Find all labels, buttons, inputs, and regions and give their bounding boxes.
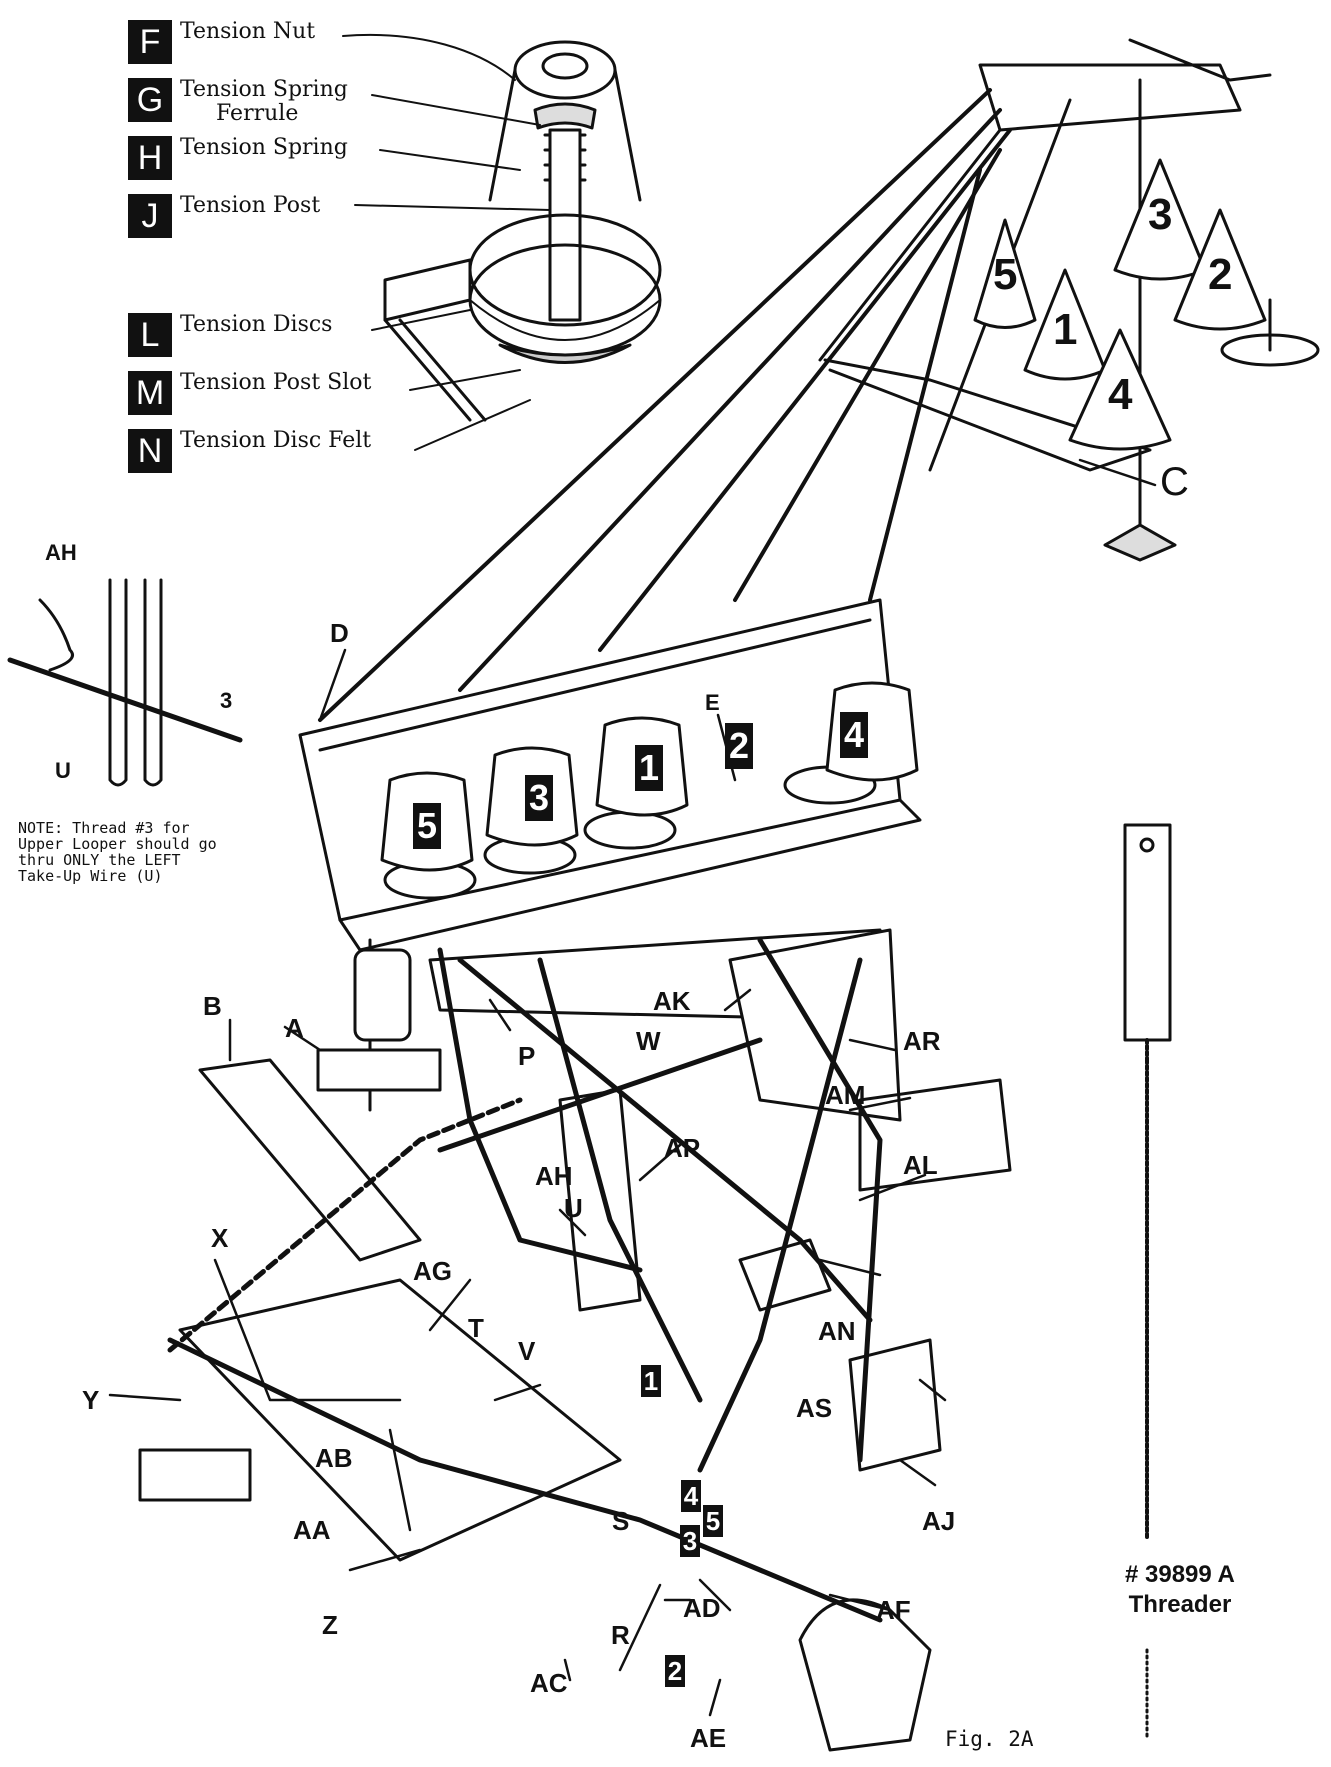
callout-ak: AK — [653, 986, 691, 1016]
note-text: NOTE: Thread #3 for Upper Looper should … — [18, 819, 217, 885]
callout-x: X — [211, 1223, 229, 1253]
legend-text: Tension Post Slot — [180, 371, 371, 395]
callout-as: AS — [796, 1393, 833, 1423]
callout-ah: AH — [535, 1161, 573, 1191]
legend-text: Tension Post — [180, 194, 320, 218]
cone-number: 3 — [1148, 190, 1173, 239]
callout-ab: AB — [315, 1443, 353, 1473]
callout-ar: AR — [903, 1026, 941, 1056]
cone-number: 2 — [1208, 250, 1233, 299]
legend-line: Tension Spring — [180, 77, 348, 102]
callout-y: Y — [82, 1385, 100, 1415]
takeup-wire-inset — [7, 578, 243, 787]
threader-tool — [1123, 823, 1172, 1742]
legend-line: Tension Post — [180, 193, 321, 218]
callout-af: AF — [876, 1595, 911, 1625]
callout-ap: AP — [664, 1133, 701, 1163]
callout-e: E — [705, 690, 720, 715]
callout-b: B — [203, 991, 222, 1021]
threader-number: # 39899 A — [1125, 1561, 1235, 1588]
callout-w: W — [636, 1026, 661, 1056]
legend-row-j: J Tension Post — [128, 194, 320, 238]
callout-arrows — [108, 458, 1157, 1717]
legend-badge: L — [128, 313, 172, 357]
threader-label: # 39899 A Threader — [1125, 1560, 1235, 1620]
legend-row-m: M Tension Post Slot — [128, 371, 371, 415]
path-badge: 2 — [665, 1655, 685, 1687]
legend-text: Tension Spring — [180, 136, 348, 160]
cone-number: 4 — [1108, 370, 1133, 419]
legend-line: Tension Discs — [180, 312, 333, 337]
threads-upper — [318, 88, 1012, 722]
machine-body — [138, 928, 1012, 1752]
legend-line: Tension Nut — [180, 19, 316, 44]
path-badge: 5 — [703, 1505, 723, 1537]
path-badge: 4 — [681, 1480, 701, 1512]
inset-label-u: U — [55, 758, 71, 783]
legend-row-n: N Tension Disc Felt — [128, 429, 371, 473]
legend-line: Tension Post Slot — [180, 370, 372, 395]
callout-a: A — [285, 1013, 304, 1043]
legend-row-f: F Tension Nut — [128, 20, 315, 64]
callout-d: D — [330, 618, 349, 648]
callout-aa: AA — [293, 1515, 331, 1545]
callout-am: AM — [825, 1080, 866, 1110]
legend-badge: J — [128, 194, 172, 238]
callout-ag: AG — [413, 1256, 452, 1286]
callout-aj: AJ — [922, 1506, 956, 1536]
tension-badge: 2 — [725, 723, 753, 769]
callout-s: S — [612, 1506, 630, 1536]
tension-assembly-detail — [383, 40, 662, 422]
legend-badge: M — [128, 371, 172, 415]
legend-text: Tension Discs — [180, 313, 332, 337]
legend-badge: N — [128, 429, 172, 473]
legend-badge: G — [128, 78, 172, 122]
callout-c: C — [1160, 460, 1189, 504]
tension-badge: 4 — [840, 712, 868, 758]
callout-r: R — [611, 1620, 630, 1650]
legend-badge: H — [128, 136, 172, 180]
legend-line-2: Ferrule — [216, 101, 299, 126]
cone-number: 1 — [1053, 305, 1078, 354]
cone-number: 5 — [993, 250, 1018, 299]
legend-row-h: H Tension Spring — [128, 136, 348, 180]
callout-ad: AD — [683, 1593, 721, 1623]
legend-text: Tension Disc Felt — [180, 429, 371, 453]
callout-t: T — [468, 1313, 484, 1343]
callout-z: Z — [322, 1610, 338, 1640]
legend-leaders — [342, 33, 551, 451]
inset-label-ah: AH — [45, 540, 77, 565]
legend-line: Tension Disc Felt — [180, 428, 372, 453]
threader-name: Threader — [1128, 1591, 1232, 1618]
tension-badge: 3 — [525, 775, 553, 821]
figure-label: Fig. 2A — [945, 1727, 1034, 1751]
callout-v: V — [518, 1336, 536, 1366]
tension-badge: 5 — [413, 803, 441, 849]
legend-text: Tension Nut — [180, 20, 315, 44]
callout-ae: AE — [690, 1723, 727, 1753]
thread-cones — [973, 158, 1267, 451]
callout-p: P — [518, 1041, 536, 1071]
legend-line: Tension Spring — [180, 135, 348, 160]
inset-label-3: 3 — [220, 688, 233, 713]
path-badge: 3 — [680, 1525, 700, 1557]
tension-badge: 1 — [635, 745, 663, 791]
path-badge: 1 — [641, 1365, 661, 1397]
callout-ac: AC — [530, 1668, 568, 1698]
callout-an: AN — [818, 1316, 856, 1346]
callout-al: AL — [903, 1150, 938, 1180]
callout-u: U — [564, 1193, 583, 1223]
thread-stand — [818, 38, 1320, 562]
legend-badge: F — [128, 20, 172, 64]
legend-row-l: L Tension Discs — [128, 313, 332, 357]
